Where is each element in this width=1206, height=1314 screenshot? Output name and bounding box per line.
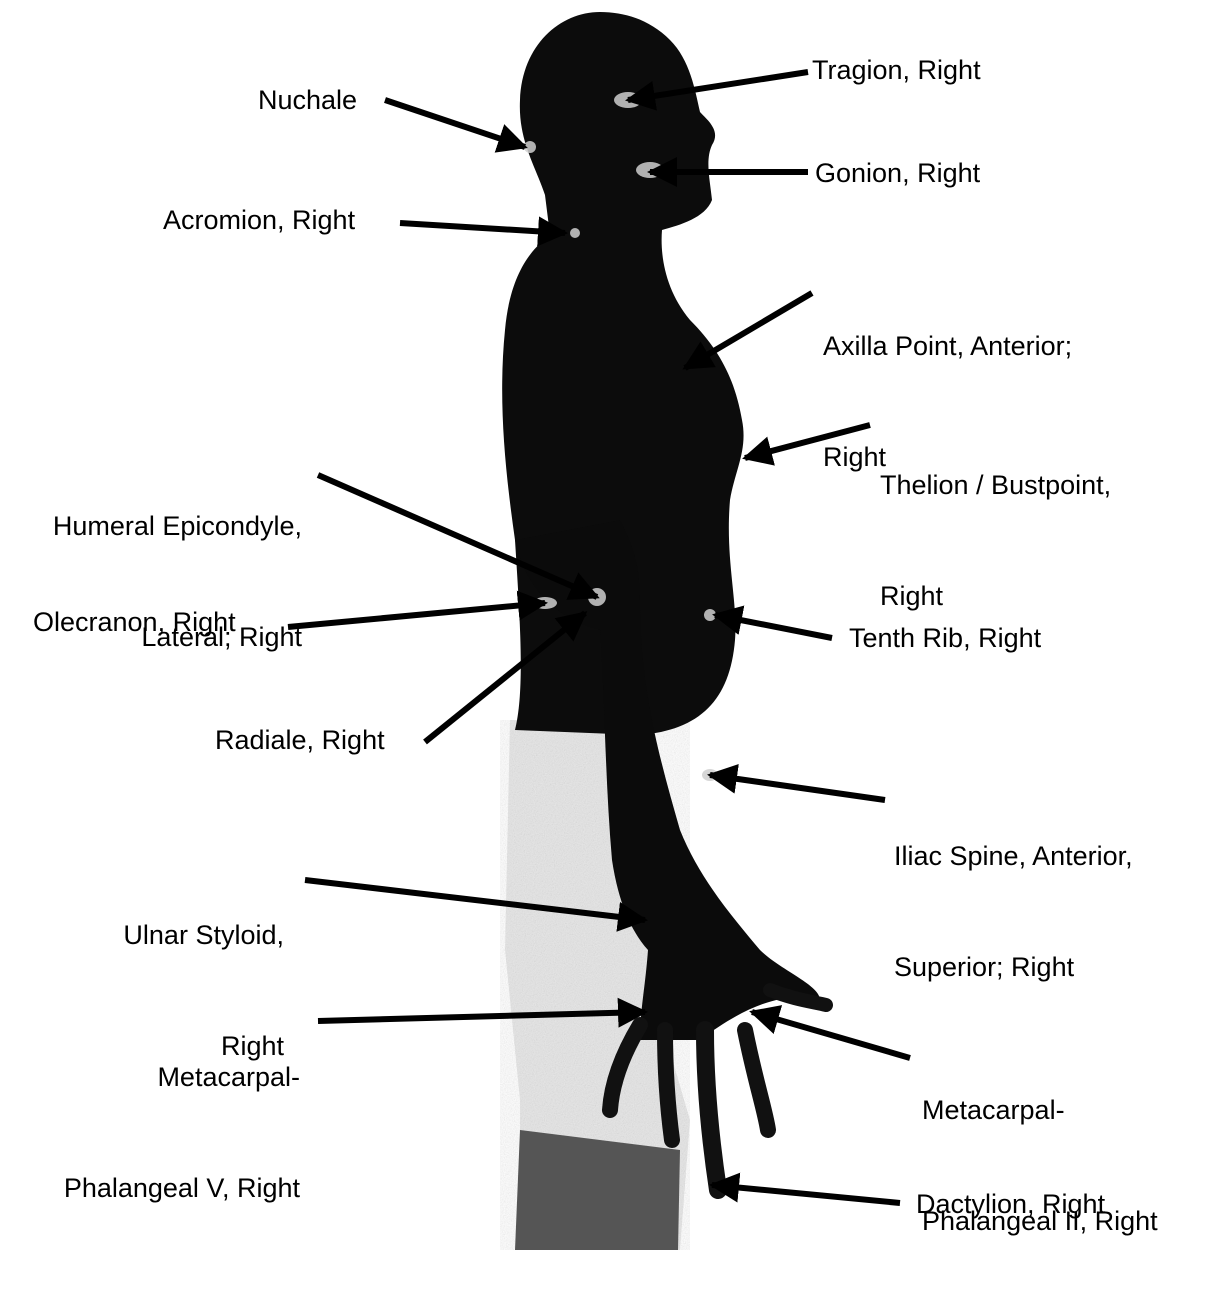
label-tragion: Tragion, Right	[812, 52, 981, 89]
arrow-olecranon	[288, 603, 545, 627]
arrow-tragion	[628, 72, 808, 100]
label-iliac-line2: Superior; Right	[894, 949, 1133, 986]
label-humeral: Humeral Epicondyle, Lateral; Right	[8, 434, 302, 730]
arrow-iliac	[710, 775, 885, 800]
label-dactylion: Dactylion, Right	[916, 1186, 1105, 1223]
arrow-axilla	[685, 293, 812, 368]
label-humeral-line1: Humeral Epicondyle,	[8, 508, 302, 545]
label-tenth-rib: Tenth Rib, Right	[849, 620, 1041, 657]
label-iliac: Iliac Spine, Anterior, Superior; Right	[894, 764, 1133, 1060]
label-olecranon: Olecranon, Right	[33, 604, 236, 641]
label-mcp5-line2: Phalangeal V, Right	[20, 1170, 300, 1207]
arrow-mcp5	[318, 1012, 645, 1021]
label-acromion: Acromion, Right	[163, 202, 355, 239]
label-ulnar-line1: Ulnar Styloid,	[94, 917, 284, 954]
label-thelion-line2: Right	[880, 578, 1111, 615]
label-iliac-line1: Iliac Spine, Anterior,	[894, 838, 1133, 875]
arrow-tenth-rib	[715, 615, 832, 638]
label-mcp5-line1: Metacarpal-	[20, 1059, 300, 1096]
anatomy-diagram: Tragion, Right Nuchale Gonion, Right Acr…	[0, 0, 1206, 1251]
label-gonion: Gonion, Right	[815, 155, 980, 192]
arrow-nuchale	[385, 100, 525, 147]
arrow-humeral	[318, 475, 597, 597]
label-mcp2-line1: Metacarpal-	[922, 1092, 1158, 1129]
arrow-dactylion	[712, 1185, 900, 1203]
arrow-ulnar	[305, 880, 645, 920]
label-axilla-line1: Axilla Point, Anterior;	[823, 328, 1072, 365]
arrow-acromion	[400, 223, 565, 233]
arrow-mcp2	[752, 1012, 910, 1058]
label-mcp2: Metacarpal- Phalangeal II, Right	[922, 1018, 1158, 1314]
arrow-radiale	[425, 613, 585, 742]
label-mcp5: Metacarpal- Phalangeal V, Right	[20, 985, 300, 1281]
label-nuchale: Nuchale	[258, 82, 357, 119]
label-radiale: Radiale, Right	[215, 722, 385, 759]
label-thelion-line1: Thelion / Bustpoint,	[880, 467, 1111, 504]
